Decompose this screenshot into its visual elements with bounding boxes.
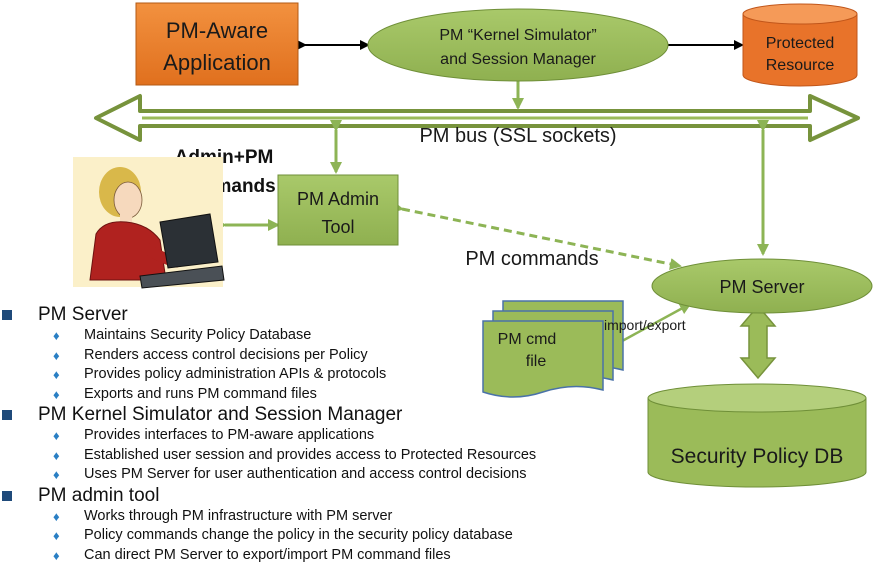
kernel-simulator-label: PM “Kernel Simulator” <box>439 27 596 44</box>
diamond-bullet-icon: ♦ <box>53 385 60 405</box>
diamond-bullet-icon: ♦ <box>53 326 60 346</box>
list-item: ♦Maintains Security Policy Database <box>0 326 660 346</box>
list-item: ♦Uses PM Server for user authentication … <box>0 465 660 485</box>
diamond-bullet-icon: ♦ <box>53 365 60 385</box>
list-item: ♦Provides interfaces to PM-aware applica… <box>0 426 660 446</box>
list-item: ♦Established user session and provides a… <box>0 446 660 466</box>
diamond-bullet-icon: ♦ <box>53 526 60 546</box>
protected-resource-cylinder: Protected Resource <box>743 4 857 86</box>
pm-aware-application-label: Application <box>163 50 271 75</box>
bullet-square-icon <box>2 310 12 320</box>
security-policy-db-cylinder: Security Policy DB <box>648 384 866 487</box>
pm-aware-application-label: PM-Aware <box>166 18 268 43</box>
server-db-arrow <box>741 306 775 378</box>
kernel-simulator-ellipse: PM “Kernel Simulator” and Session Manage… <box>368 9 668 81</box>
pm-bus-label: PM bus (SSL sockets) <box>419 125 616 147</box>
protected-resource-label: Resource <box>766 57 835 74</box>
pm-server-ellipse: PM Server <box>652 259 872 313</box>
bullet-heading: PM Kernel Simulator and Session Manager <box>0 404 660 426</box>
list-item: ♦Policy commands change the policy in th… <box>0 526 660 546</box>
pm-server-label: PM Server <box>719 277 804 297</box>
list-item: ♦Provides policy administration APIs & p… <box>0 365 660 385</box>
list-item: ♦Can direct PM Server to export/import P… <box>0 546 660 565</box>
diamond-bullet-icon: ♦ <box>53 426 60 446</box>
protected-resource-label: Protected <box>766 35 834 52</box>
diamond-bullet-icon: ♦ <box>53 465 60 485</box>
security-policy-db-label: Security Policy DB <box>671 445 844 468</box>
pm-admin-tool-box: PM Admin Tool <box>278 175 398 245</box>
diamond-bullet-icon: ♦ <box>53 346 60 366</box>
list-item: ♦Works through PM infrastructure with PM… <box>0 507 660 527</box>
diamond-bullet-icon: ♦ <box>53 507 60 527</box>
bullet-square-icon <box>2 410 12 420</box>
list-item: ♦Exports and runs PM command files <box>0 385 660 405</box>
bullet-list: PM Server ♦Maintains Security Policy Dat… <box>0 304 660 565</box>
pm-admin-tool-label: PM Admin <box>297 189 379 209</box>
bullet-heading: PM admin tool <box>0 485 660 507</box>
list-item: ♦Renders access control decisions per Po… <box>0 346 660 366</box>
admin-user-illustration <box>73 157 224 288</box>
bullet-square-icon <box>2 491 12 501</box>
pm-admin-tool-label: Tool <box>321 217 354 237</box>
bullet-heading: PM Server <box>0 304 660 326</box>
pm-aware-application-box: PM-Aware Application <box>136 3 298 85</box>
pm-commands-label: PM commands <box>465 248 598 270</box>
kernel-simulator-label: and Session Manager <box>440 51 596 68</box>
diamond-bullet-icon: ♦ <box>53 446 60 466</box>
diamond-bullet-icon: ♦ <box>53 546 60 565</box>
